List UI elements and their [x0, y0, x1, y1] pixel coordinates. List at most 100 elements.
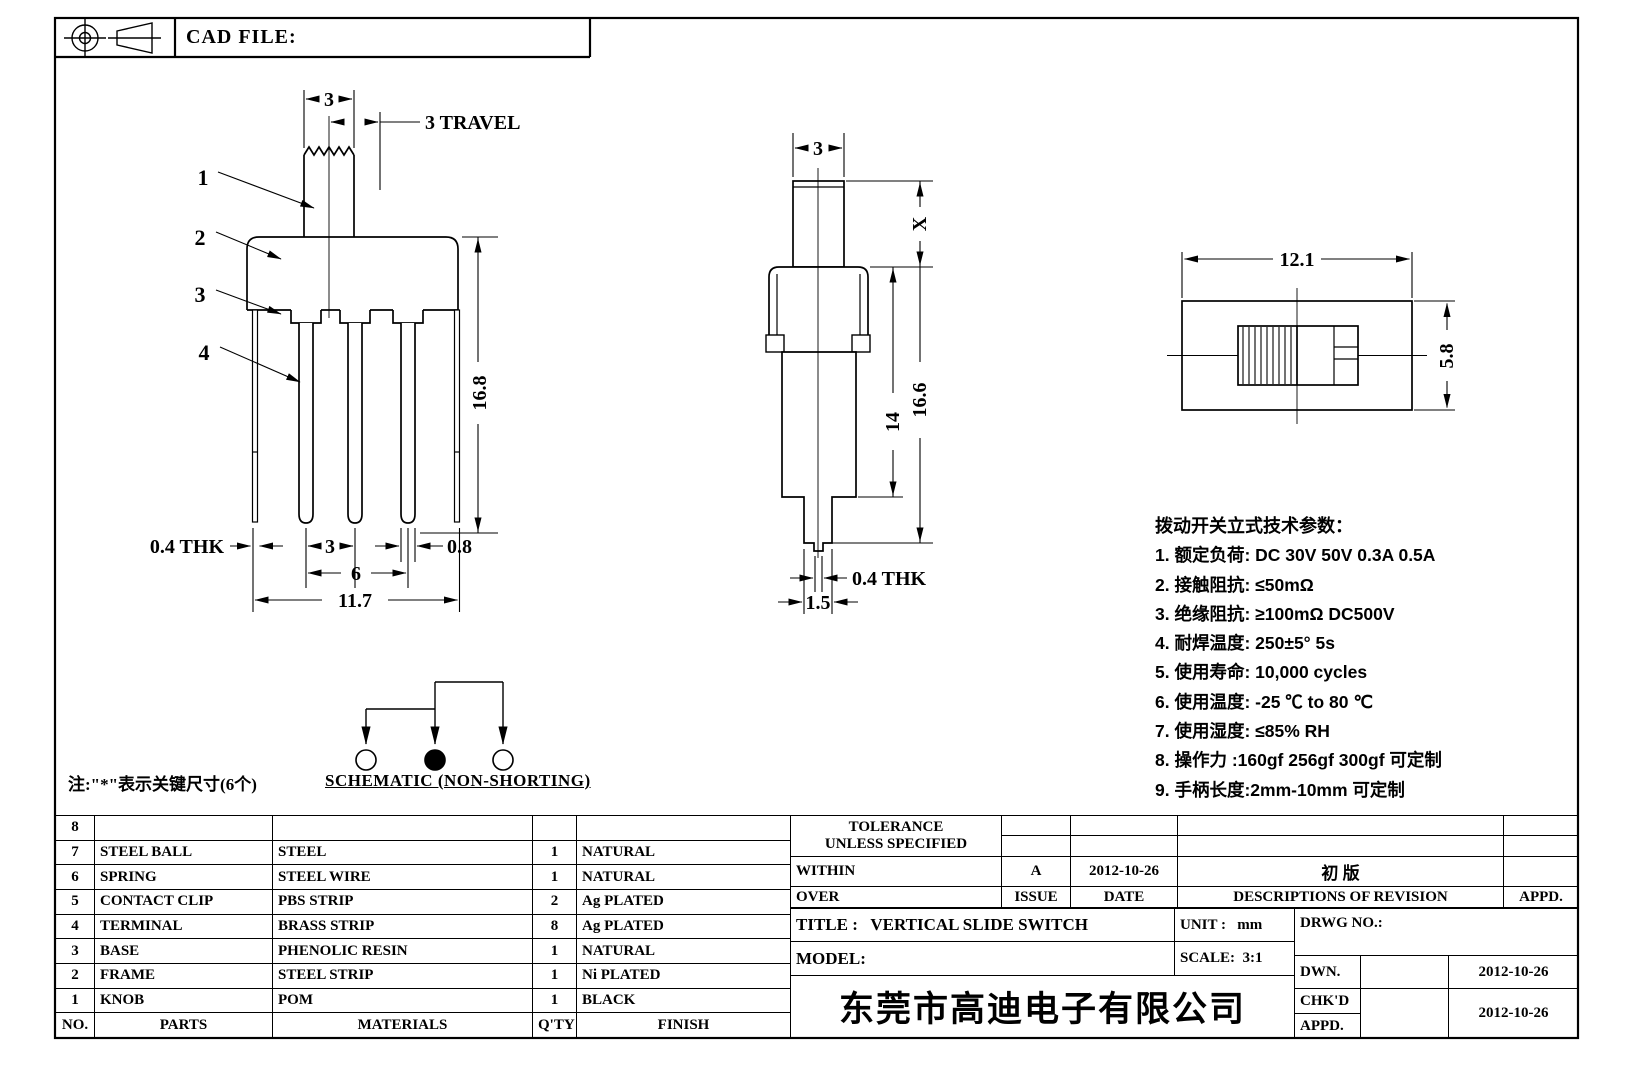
top-view-drawing: 12.1 5.8 [1167, 249, 1458, 424]
callout-4: 4 [199, 340, 210, 365]
chkd-signature-cell [1360, 988, 1449, 1039]
issue-value: A [1001, 855, 1071, 888]
unit-value: mm [1237, 916, 1263, 933]
within-label: WITHIN [790, 855, 1002, 888]
parts-header: MATERIALS [272, 1012, 533, 1038]
top-dim-length: 12.1 [1280, 249, 1315, 271]
parts-cell: STEEL STRIP [272, 962, 533, 989]
rev-empty-cell [1001, 835, 1071, 857]
parts-header: NO. [55, 1012, 95, 1038]
side-dim-pin-width: 1.5 [806, 592, 831, 614]
title-cell: TITLE : VERTICAL SLIDE SWITCH [790, 908, 1175, 942]
terminal-circle-open [355, 749, 377, 771]
side-view-drawing: 3 X 14 16.6 0.4 THK 1.5 [765, 133, 933, 614]
callout-2: 2 [195, 225, 206, 250]
schematic-drawing [355, 681, 514, 771]
parts-cell: 1 [532, 962, 577, 989]
parts-cell: PHENOLIC RESIN [272, 938, 533, 964]
over-label: OVER [790, 886, 1002, 908]
parts-cell: Ag PLATED [576, 913, 791, 940]
schematic-caption: SCHEMATIC (NON-SHORTING) [325, 771, 591, 790]
parts-table: 8 7 STEEL BALL STEEL 1 NATURAL 6 SPRING … [55, 815, 791, 1038]
tech-param-line: 5. 使用寿命: 10,000 cycles [1155, 662, 1368, 683]
dim-knob-width: 3 [324, 89, 334, 111]
chkd-date: 2012-10-26 [1447, 988, 1580, 1039]
parts-cell: 2 [55, 962, 95, 989]
tech-param-line: 6. 使用温度: -25 ℃ to 80 ℃ [1155, 691, 1374, 712]
rev-empty-cell [1001, 814, 1071, 837]
parts-cell: 8 [532, 913, 577, 940]
parts-cell: 1 [532, 938, 577, 964]
dwn-label: DWN. [1294, 955, 1361, 989]
tolerance-line2: UNLESS SPECIFIED [824, 835, 968, 852]
signature-block: DRWG NO.: DWN. 2012-10-26 CHK'D 2012-10-… [1293, 908, 1580, 1039]
rev-empty-cell [1070, 814, 1178, 837]
rev-empty-cell [1177, 835, 1504, 857]
parts-cell: CONTACT CLIP [94, 888, 273, 915]
rev-empty-cell [1503, 855, 1579, 888]
key-dimension-note: 注:"*"表示关键尺寸(6个) [68, 775, 257, 794]
parts-cell: 8 [55, 815, 95, 841]
tech-param-line: 8. 操作力 :160gf 256gf 300gf 可定制 [1155, 750, 1442, 771]
parts-cell: 1 [532, 839, 577, 866]
unit-cell: UNIT : mm [1174, 908, 1295, 942]
parts-cell: 1 [532, 864, 577, 890]
parts-cell: STEEL [272, 839, 533, 866]
terminal-circle-open [492, 749, 514, 771]
parts-cell: 7 [55, 839, 95, 866]
parts-cell: NATURAL [576, 839, 791, 866]
scale-cell: SCALE: 3:1 [1174, 941, 1295, 976]
tech-param-line: 3. 绝缘阻抗: ≥100mΩ DC500V [1155, 603, 1395, 624]
parts-cell: SPRING [94, 864, 273, 890]
parts-cell: BASE [94, 938, 273, 964]
parts-cell [532, 815, 577, 841]
chkd-label: CHK'D [1294, 988, 1361, 1014]
dim-travel: 3 TRAVEL [425, 112, 520, 134]
projection-symbol-icon [64, 19, 161, 56]
parts-cell: NATURAL [576, 864, 791, 890]
scale-label: SCALE: [1180, 950, 1236, 966]
parts-cell: NATURAL [576, 938, 791, 964]
dim-leg-thickness: 0.4 THK [150, 536, 225, 558]
revision-date: 2012-10-26 [1070, 855, 1178, 888]
parts-cell: 4 [55, 913, 95, 940]
rev-empty-cell [1070, 835, 1178, 857]
unit-label: UNIT : [1180, 916, 1226, 933]
tech-param-line: 2. 接触阻抗: ≤50mΩ [1155, 574, 1314, 595]
callout-3: 3 [195, 282, 206, 307]
tech-params-title: 拨动开关立式技术参数： [1155, 516, 1353, 536]
tech-params: 拨动开关立式技术参数： 1. 额定负荷: DC 30V 50V 0.3A 0.5… [1155, 512, 1442, 805]
side-dim-tip-thickness: 0.4 THK [852, 568, 927, 590]
side-dim-overall-height: 16.6 [909, 383, 931, 418]
parts-cell: KNOB [94, 987, 273, 1014]
parts-cell: Ni PLATED [576, 962, 791, 989]
drwg-no-label: DRWG NO.: [1293, 908, 1580, 956]
parts-cell: PBS STRIP [272, 888, 533, 915]
appd-label: APPD. [1503, 886, 1579, 908]
company-name: 东莞市高迪电子有限公司 [790, 975, 1295, 1038]
parts-cell [94, 815, 273, 841]
parts-cell [272, 815, 533, 841]
title-value: VERTICAL SLIDE SWITCH [870, 915, 1088, 934]
parts-cell: POM [272, 987, 533, 1014]
parts-cell: BRASS STRIP [272, 913, 533, 940]
parts-cell: STEEL WIRE [272, 864, 533, 890]
scale-value: 3:1 [1242, 950, 1263, 966]
dim-pin-pitch: 3 [325, 536, 335, 558]
parts-cell: BLACK [576, 987, 791, 1014]
dim-overall-width: 11.7 [338, 590, 372, 612]
side-dim-handle-height: X [909, 216, 931, 231]
rev-empty-cell [1503, 814, 1579, 837]
dwn-signature-cell [1360, 955, 1449, 989]
tech-param-line: 7. 使用湿度: ≤85% RH [1155, 721, 1330, 742]
parts-cell: STEEL BALL [94, 839, 273, 866]
revision-description: 初 版 [1177, 855, 1504, 888]
front-view-drawing: 3 3 TRAVEL 16.8 0.4 THK 3 0.8 6 11.7 1 2… [150, 89, 520, 612]
appd-label2: APPD. [1294, 1013, 1361, 1039]
parts-cell: 5 [55, 888, 95, 915]
parts-cell: FRAME [94, 962, 273, 989]
dim-height: 16.8 [469, 376, 491, 411]
tech-param-line: 1. 额定负荷: DC 30V 50V 0.3A 0.5A [1155, 545, 1436, 566]
side-dim-knob-width: 3 [813, 138, 823, 160]
